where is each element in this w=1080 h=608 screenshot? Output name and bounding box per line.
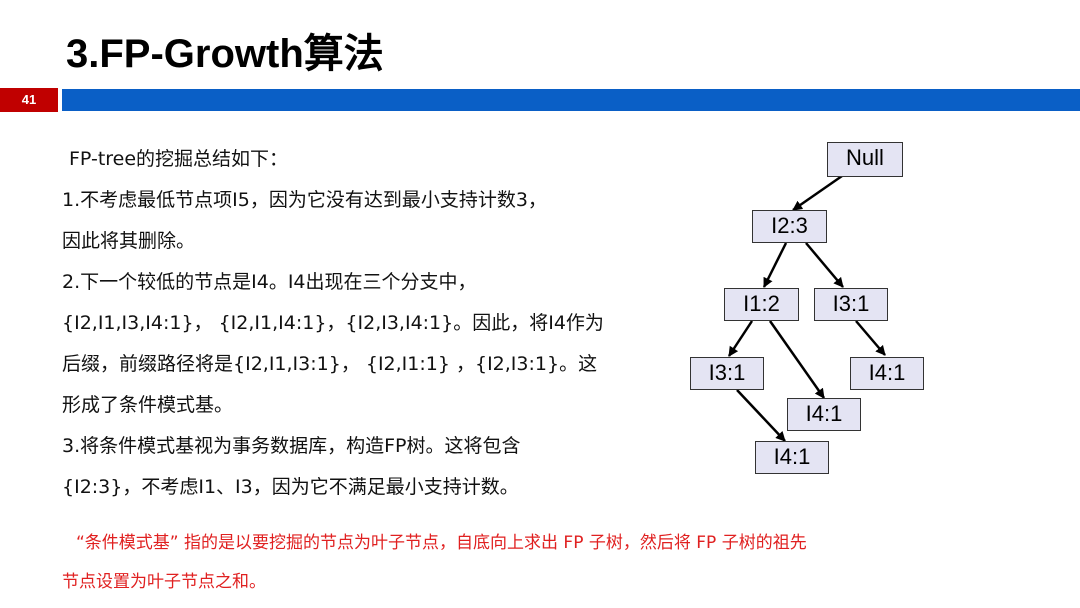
summary-line: 因此将其删除。 xyxy=(62,230,196,252)
tree-node-i1: I1:2 xyxy=(724,288,799,321)
tree-node-i2: I2:3 xyxy=(752,210,827,243)
tree-node-i4-right: I4:1 xyxy=(850,357,924,390)
tree-node-null: Null xyxy=(827,142,903,177)
summary-line: 2.下一个较低的节点是I4。I4出现在三个分支中， xyxy=(62,271,477,293)
footnote-line: “条件模式基” 指的是以要挖掘的节点为叶子节点，自底向上求出 FP 子树，然后将… xyxy=(76,533,807,553)
tree-node-i4-bottom: I4:1 xyxy=(755,441,829,474)
footnote: “条件模式基” 指的是以要挖掘的节点为叶子节点，自底向上求出 FP 子树，然后将… xyxy=(62,524,1062,602)
summary-line: {I2,I1,I3,I4:1}， {I2,I1,I4:1}，{I2,I3,I4:… xyxy=(62,312,604,334)
edge-i2-i1 xyxy=(762,242,788,288)
edge-i1-i3 xyxy=(727,320,754,357)
page-title: 3.FP-Growth算法 xyxy=(66,32,384,76)
footnote-line: 节点设置为叶子节点之和。 xyxy=(62,572,266,592)
tree-node-i4-mid: I4:1 xyxy=(787,398,861,431)
edge-i1-i4 xyxy=(768,320,826,399)
edge-i2-i3 xyxy=(805,242,844,288)
summary-line: {I2:3}，不考虑I1、I3，因为它不满足最小支持计数。 xyxy=(62,476,519,498)
summary-line: 后缀，前缀路径将是{I2,I1,I3:1}， {I2,I1:1} ，{I2,I3… xyxy=(62,353,598,375)
header-bar xyxy=(62,89,1080,111)
tree-node-i3-right: I3:1 xyxy=(814,288,888,321)
summary-text: FP-tree的挖掘总结如下： 1.不考虑最低节点项I5，因为它没有达到最小支持… xyxy=(62,139,662,508)
summary-line: FP-tree的挖掘总结如下： xyxy=(69,148,289,170)
edge-i3-i4-right xyxy=(855,320,886,356)
summary-line: 形成了条件模式基。 xyxy=(62,394,234,416)
edge-i3-i4-bottom xyxy=(736,389,786,442)
tree-node-i3-left: I3:1 xyxy=(690,357,764,390)
summary-line: 3.将条件模式基视为事务数据库，构造FP树。这将包含 xyxy=(62,435,521,457)
edge-null-i2 xyxy=(792,174,843,212)
summary-line: 1.不考虑最低节点项I5，因为它没有达到最小支持计数3， xyxy=(62,189,547,211)
page-number-badge: 41 xyxy=(0,88,58,112)
